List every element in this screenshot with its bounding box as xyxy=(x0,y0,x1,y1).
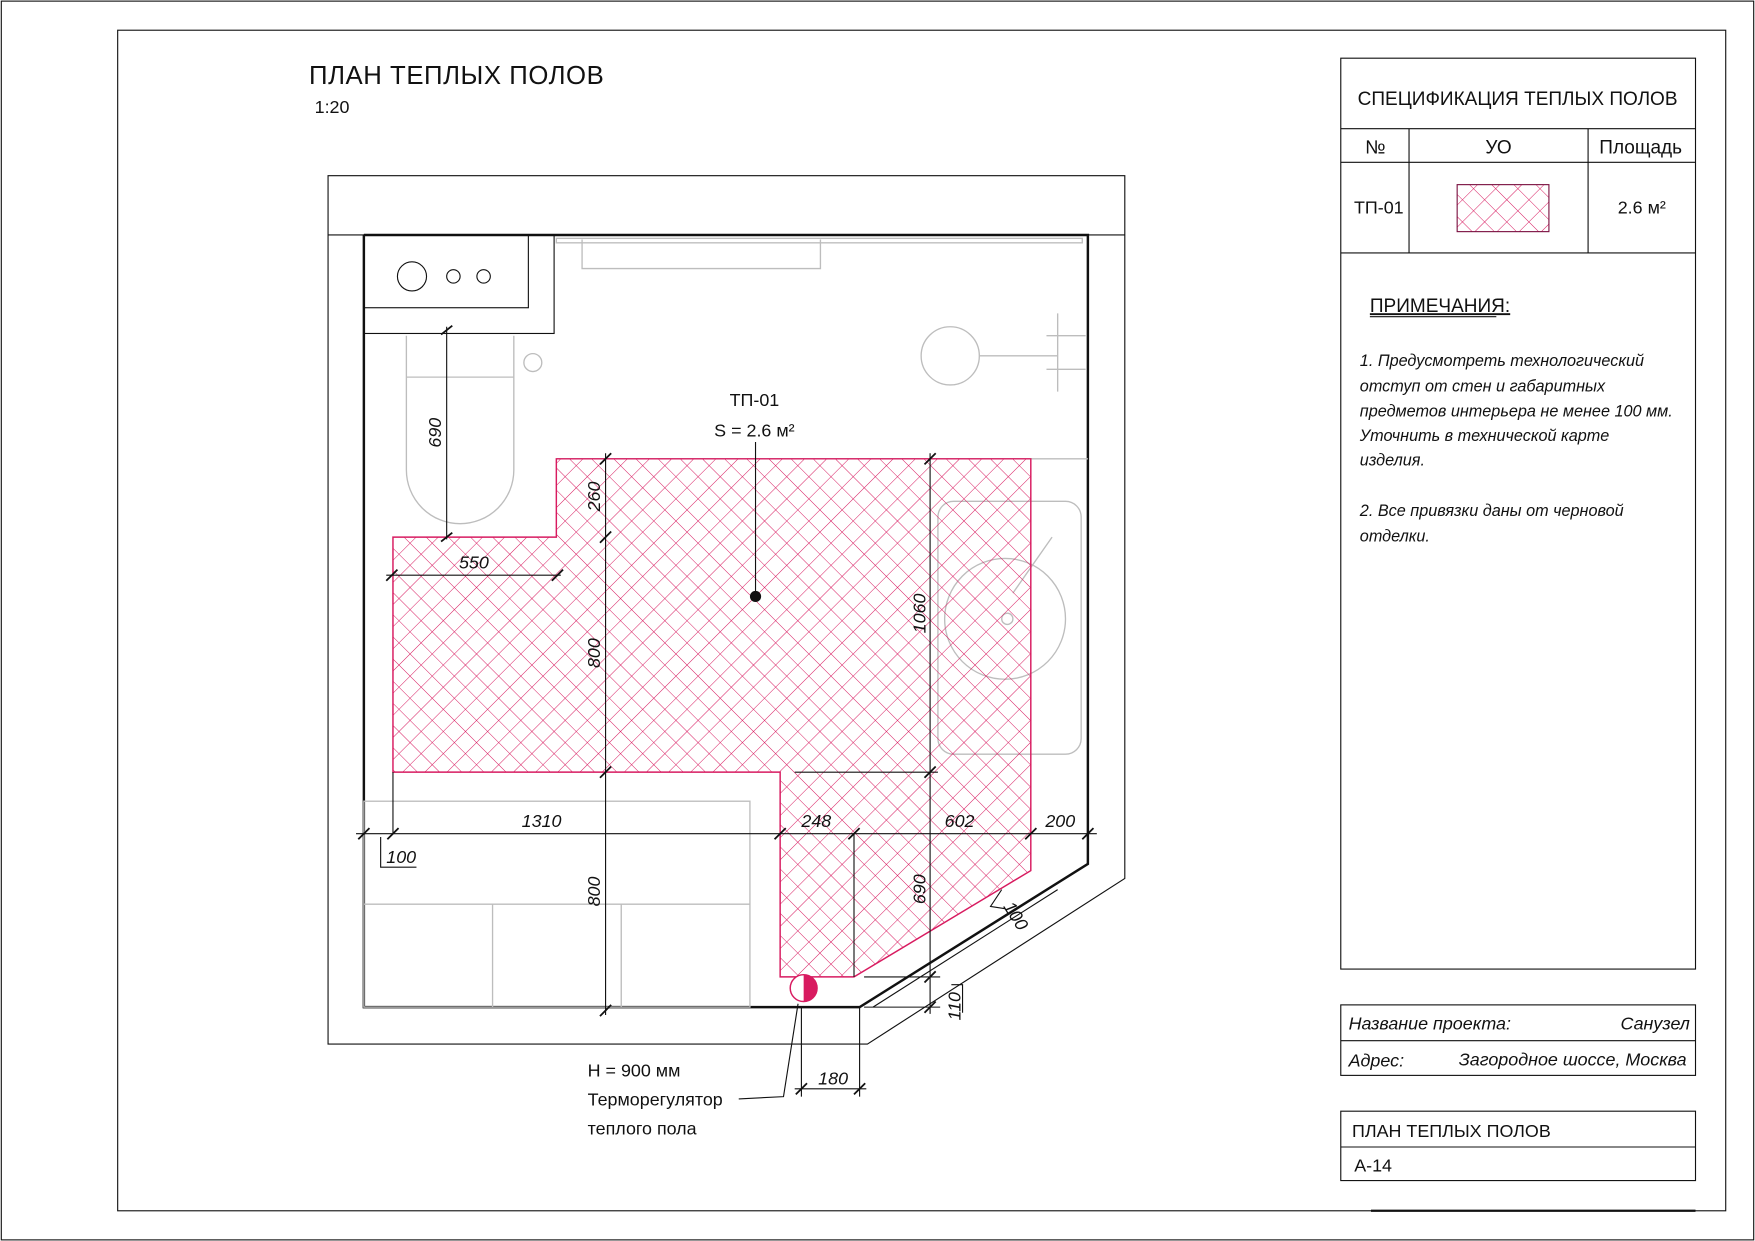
dim-1060: 1060 xyxy=(910,594,930,634)
dimension-lines xyxy=(356,324,1097,1097)
project-address-label: Адрес: xyxy=(1348,1050,1404,1070)
notes-title: ПРИМЕЧАНИЯ: xyxy=(1370,296,1510,317)
thermostat[interactable] xyxy=(789,973,818,1003)
dim-100-left: 100 xyxy=(386,847,416,867)
drawing-scale: 1:20 xyxy=(315,97,350,117)
dim-1310: 1310 xyxy=(522,811,562,831)
note-line: предметов интерьера не менее 100 мм. xyxy=(1360,402,1673,420)
dim-800-upper: 800 xyxy=(584,638,604,668)
dim-260: 260 xyxy=(584,481,604,512)
thermostat-label-2: теплого пола xyxy=(588,1119,697,1139)
spec-title: СПЕЦИФИКАЦИЯ ТЕПЛЫХ ПОЛОВ xyxy=(1358,89,1678,110)
note-line: отступ от стен и габаритных xyxy=(1360,378,1606,396)
drawing-title: ПЛАН ТЕПЛЫХ ПОЛОВ xyxy=(309,62,604,90)
note-line: Уточнить в технической карте xyxy=(1359,427,1610,445)
spec-row-id: ТП-01 xyxy=(1354,198,1404,218)
dim-602: 602 xyxy=(945,811,975,831)
hob-burner-small xyxy=(476,269,491,284)
project-name-label: Название проекта: xyxy=(1349,1014,1511,1034)
project-info-block: Название проекта: Санузел Адрес: Загород… xyxy=(1340,1004,1697,1076)
spec-col-number: № xyxy=(1365,137,1385,158)
spec-col-area: Площадь xyxy=(1599,137,1682,158)
dim-110: 110 xyxy=(944,992,964,1021)
zone-id-label: ТП-01 xyxy=(730,390,780,410)
note-line: 2. Все привязки даны от черновой xyxy=(1359,502,1624,520)
sheet-number: А-14 xyxy=(1354,1156,1392,1176)
note-line: отделки. xyxy=(1360,528,1430,546)
dim-248: 248 xyxy=(800,811,831,831)
zone-area-label: S = 2.6 м² xyxy=(714,420,794,440)
toilet xyxy=(405,335,515,525)
thermostat-leader xyxy=(738,1003,799,1100)
zone-marker-dot xyxy=(749,590,762,603)
note-line: изделия. xyxy=(1360,452,1425,470)
heated-floor-zone-tp01[interactable] xyxy=(392,458,1032,978)
hob-burner-large xyxy=(396,261,428,292)
drawing-frame xyxy=(117,29,1727,1212)
thermostat-height: H = 900 мм xyxy=(588,1061,681,1081)
note-line: 1. Предусмотреть технологический xyxy=(1360,352,1644,370)
project-address-value: Загородное шоссе, Москва xyxy=(1459,1049,1687,1069)
spec-row-area: 2.6 м² xyxy=(1618,198,1666,218)
dim-200: 200 xyxy=(1044,811,1075,831)
dim-800-lower: 800 xyxy=(584,877,604,907)
thermostat-label: Терморегулятор xyxy=(588,1090,723,1110)
specification-panel: СПЕЦИФИКАЦИЯ ТЕПЛЫХ ПОЛОВ № УО Площадь Т… xyxy=(1340,57,1697,970)
dim-toilet-690: 690 xyxy=(425,418,445,448)
dim-180: 180 xyxy=(818,1068,848,1088)
dim-690-lower: 690 xyxy=(910,874,930,904)
hob-burner-small xyxy=(446,269,461,284)
sheet-info-block: ПЛАН ТЕПЛЫХ ПОЛОВ А-14 xyxy=(1340,1110,1697,1212)
dim-550: 550 xyxy=(459,552,489,572)
spec-row-hatch-symbol xyxy=(1456,184,1550,233)
spec-col-symbol: УО xyxy=(1485,137,1511,158)
sheet-title: ПЛАН ТЕПЛЫХ ПОЛОВ xyxy=(1352,1121,1551,1141)
project-name-value: Санузел xyxy=(1620,1014,1689,1034)
